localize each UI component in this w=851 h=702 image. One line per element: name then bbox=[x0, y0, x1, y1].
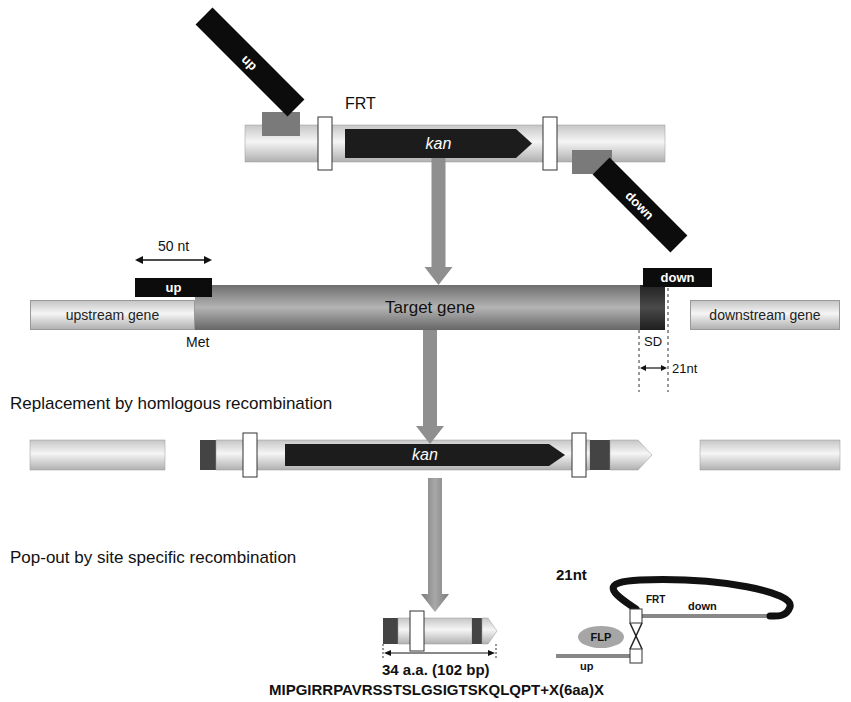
downstream-gene-bar: downstream gene bbox=[690, 300, 840, 330]
node-label: up bbox=[239, 51, 261, 73]
arrowhead bbox=[488, 650, 495, 656]
kan-cassette: kan bbox=[285, 444, 565, 466]
frt-site bbox=[630, 609, 642, 623]
recombination-cross bbox=[630, 623, 642, 649]
annotation-label: FRT bbox=[345, 95, 376, 113]
node-label: upstream gene bbox=[66, 307, 159, 323]
arrowhead bbox=[384, 650, 391, 656]
cassette-arrow-shape bbox=[345, 129, 532, 158]
cassette-arrow-shape bbox=[285, 444, 565, 466]
annotation-label: MIPGIRRPAVRSSTSLGSIGTSKQLQPT+X(6aa)X bbox=[269, 681, 604, 698]
priming-site bbox=[262, 112, 300, 136]
annotation-label: FRT bbox=[646, 594, 665, 605]
node-label: Target gene bbox=[385, 298, 475, 318]
upstream-gene-bar: upstream gene bbox=[30, 300, 195, 330]
flank-strand bbox=[556, 654, 632, 658]
node-label: down bbox=[623, 188, 658, 223]
gene-remnant bbox=[200, 440, 216, 470]
scar-tip bbox=[482, 618, 497, 644]
dimension-line bbox=[645, 367, 662, 368]
node-label: kan bbox=[412, 446, 438, 464]
target-gene-bar: Target gene bbox=[195, 285, 665, 330]
step-arrow-shape bbox=[416, 330, 444, 444]
enzyme-shape bbox=[578, 626, 624, 648]
frt-site bbox=[318, 117, 332, 170]
primer-tab: down bbox=[593, 158, 688, 253]
flank-strand bbox=[642, 614, 772, 618]
node-label: FLP bbox=[591, 631, 612, 643]
kan-cassette: kan bbox=[345, 129, 532, 158]
node-label: kan bbox=[426, 135, 452, 153]
frt-site bbox=[630, 649, 642, 663]
flp-enzyme: FLP bbox=[578, 626, 624, 648]
primer-tab: up bbox=[196, 8, 305, 117]
homology-arm: down bbox=[643, 268, 712, 287]
dashed-guide bbox=[668, 288, 669, 392]
frt-site bbox=[543, 117, 557, 170]
step-arrow bbox=[421, 478, 449, 612]
step-arrow bbox=[416, 330, 444, 444]
gene-remnant bbox=[472, 618, 482, 644]
gene-remnant bbox=[383, 618, 398, 644]
dimension-line bbox=[389, 652, 490, 653]
sd-segment bbox=[640, 285, 665, 330]
arrowhead bbox=[135, 256, 143, 264]
gene-bar bbox=[700, 440, 840, 470]
annotation-label: down bbox=[688, 600, 717, 612]
insert-tip bbox=[610, 440, 652, 470]
annotation-label: Met bbox=[186, 334, 209, 350]
annotation-label: 50 nt bbox=[158, 238, 189, 254]
annotation-label: Replacement by homlogous recombination bbox=[10, 394, 332, 414]
arrowhead bbox=[661, 365, 667, 371]
node-label: down bbox=[661, 270, 695, 285]
frt-site bbox=[243, 433, 257, 477]
frt-site bbox=[410, 611, 424, 651]
arrowhead bbox=[640, 365, 646, 371]
step-arrow bbox=[425, 158, 453, 285]
annotation-label: Pop-out by site specific recombination bbox=[10, 548, 296, 568]
dashed-guide bbox=[496, 644, 497, 658]
dimension-line bbox=[141, 259, 206, 261]
annotation-label: SD bbox=[644, 334, 662, 349]
dashed-guide bbox=[383, 644, 384, 658]
arrowhead bbox=[204, 256, 212, 264]
annotation-label: 21nt bbox=[672, 361, 697, 376]
homology-arm: up bbox=[135, 278, 212, 297]
insert-bar bbox=[216, 440, 590, 470]
gene-bar bbox=[30, 440, 165, 470]
node-label: up bbox=[166, 280, 182, 295]
recombination-cross bbox=[630, 623, 642, 649]
gene-remnant bbox=[590, 440, 610, 470]
node-label: downstream gene bbox=[709, 307, 820, 323]
annotation-label: up bbox=[580, 660, 593, 672]
scar-bar bbox=[398, 618, 472, 644]
annotation-label: 21nt bbox=[556, 566, 587, 583]
step-arrow-shape bbox=[425, 158, 453, 285]
frt-site bbox=[572, 433, 586, 477]
annotation-label: 34 a.a. (102 bp) bbox=[382, 661, 490, 678]
